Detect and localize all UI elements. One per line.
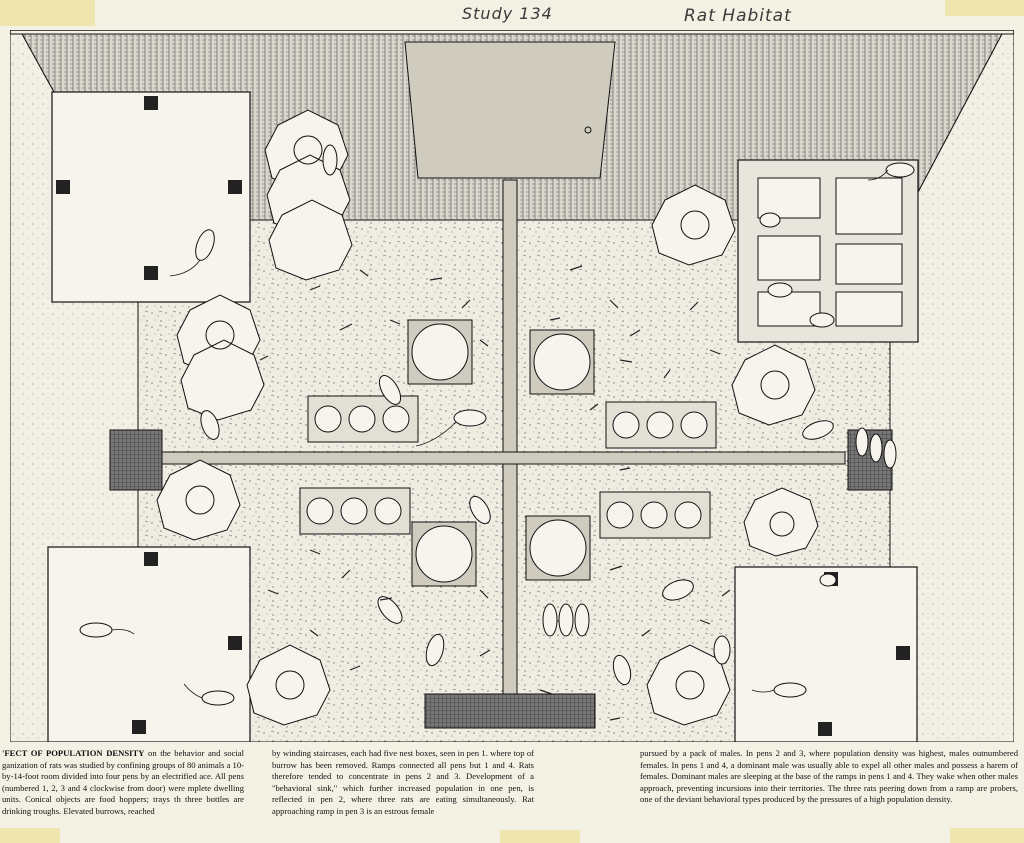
caption-lead: 'FECT OF POPULATION DENSITY [2, 748, 145, 758]
door [404, 41, 616, 179]
caption-column-1: 'FECT OF POPULATION DENSITY on the behav… [2, 748, 244, 820]
rats [79, 144, 915, 706]
staircases [156, 109, 819, 726]
rat-tails [111, 169, 889, 699]
tape-strip-top-right [945, 0, 1024, 16]
nest-box [835, 177, 903, 235]
nest-box [835, 291, 903, 327]
title-note: Rat Habitat [684, 6, 792, 26]
caption-column-3: pursued by a pack of males. In pens 2 an… [640, 748, 1018, 820]
tape-strip-top-left [0, 0, 95, 26]
nesting-material [259, 265, 731, 721]
fence-horizontal [124, 451, 846, 465]
door-knob [584, 126, 592, 134]
tape-strip-bottom-left [0, 828, 60, 843]
study-note: Study 134 [462, 4, 553, 23]
nest-box [835, 243, 903, 285]
burrow-pen-4 [47, 546, 251, 742]
tape-strip-bottom-right [950, 828, 1024, 843]
burrow-pen-3 [734, 566, 918, 742]
nest-box [757, 177, 821, 219]
caption-text-1: on the behavior and social ganization of… [2, 748, 244, 816]
food-hoppers [407, 319, 595, 587]
tape-strip-bottom-center [500, 830, 580, 843]
caption-column-2: by winding staircases, each had five nes… [272, 748, 534, 820]
fence-vertical [502, 179, 518, 721]
drinking-troughs [299, 395, 717, 539]
rat-habitat-illustration [10, 30, 1014, 742]
ramp-left [109, 429, 163, 491]
caption-text-2: by winding staircases, each had five nes… [272, 748, 534, 816]
ramp-bottom [424, 693, 596, 729]
caption-text-3: pursued by a pack of males. In pens 2 an… [640, 748, 1018, 805]
nest-box [757, 235, 821, 281]
